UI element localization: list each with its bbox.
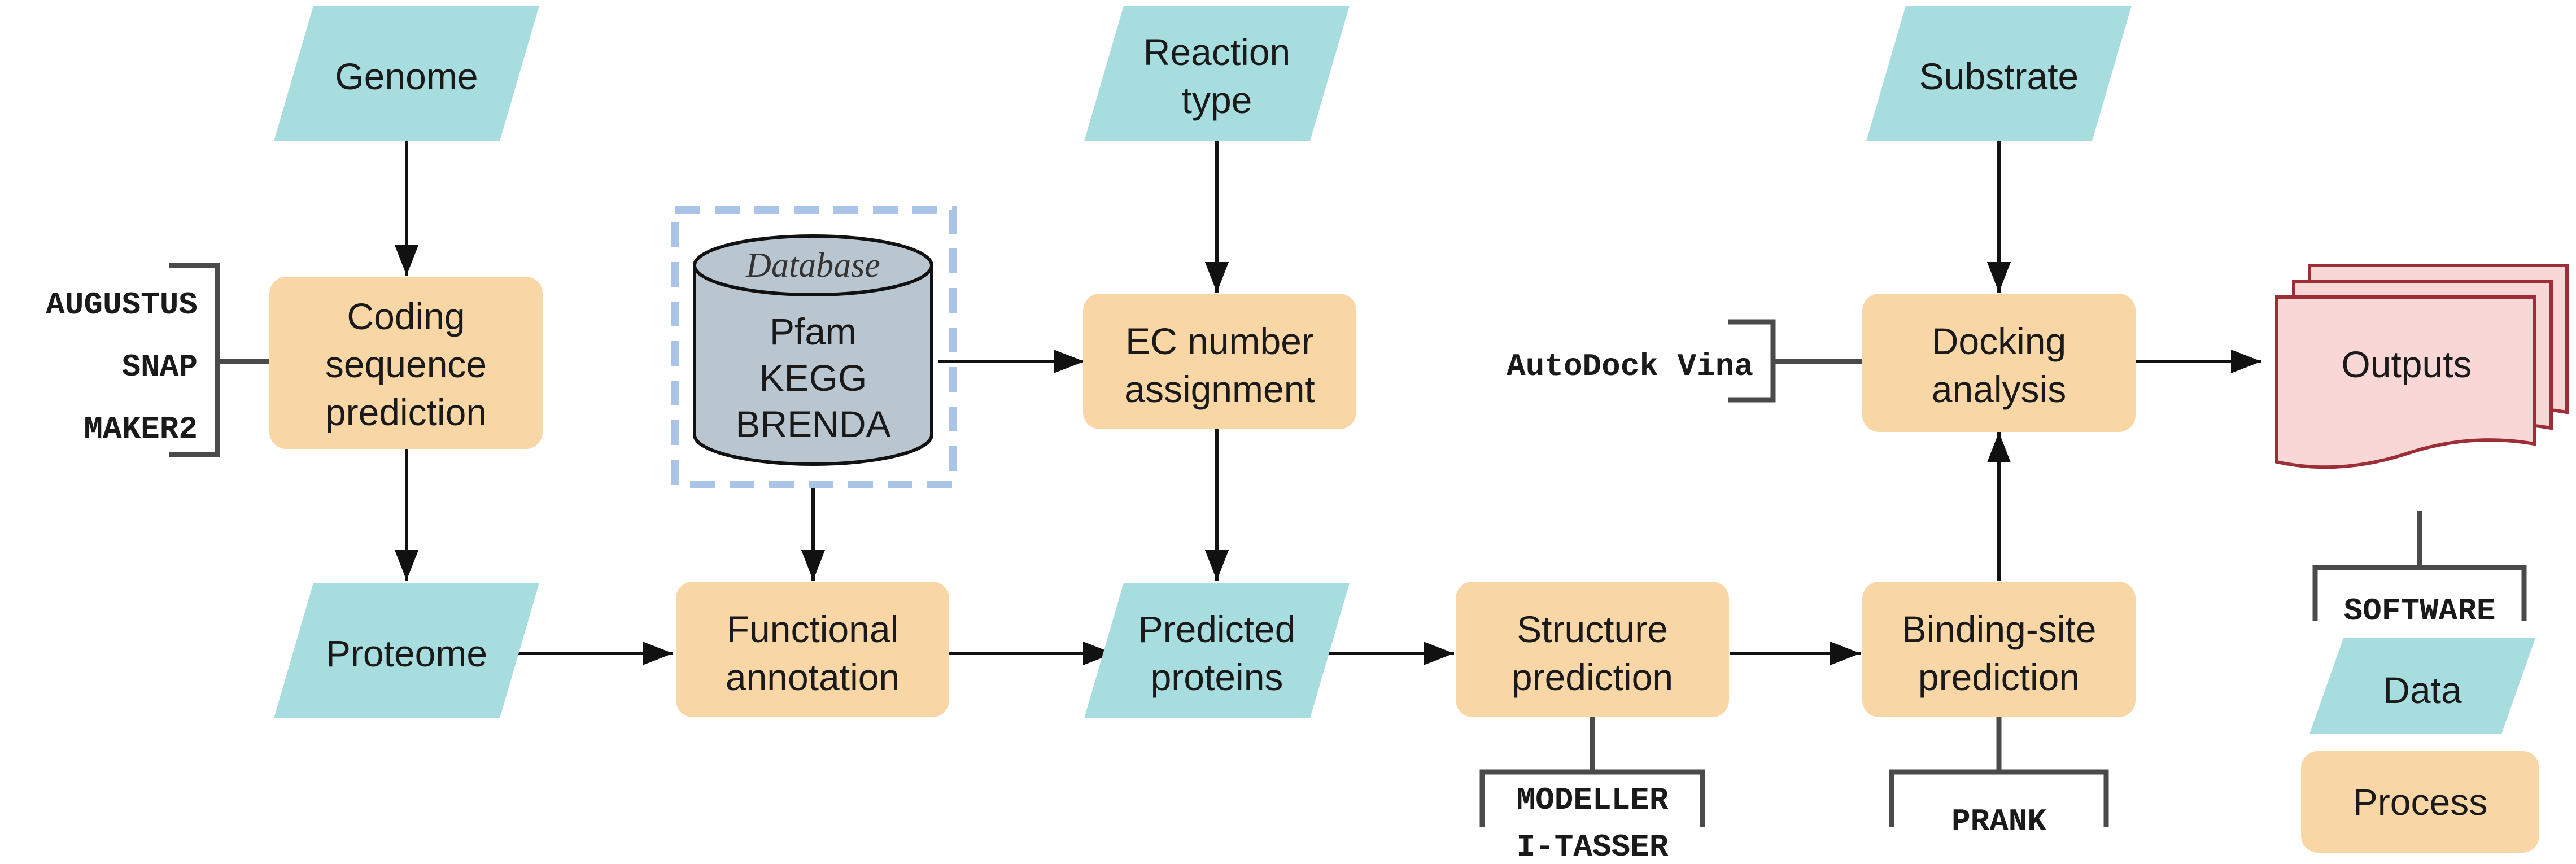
software-augustus: AUGUSTUS <box>46 287 198 323</box>
genome-label: Genome <box>335 55 478 97</box>
software-i-tasser: I-TASSER <box>1517 829 1669 864</box>
software-bracket-docking <box>1728 319 1862 403</box>
ec-label-line2: assignment <box>1124 368 1315 410</box>
software-binding-group: PRANK <box>1889 717 2109 840</box>
functional-label-line1: Functional <box>727 608 899 650</box>
legend-software-bracket <box>2312 511 2527 621</box>
legend-process-item: Process <box>2301 751 2539 853</box>
coding-label-line2: sequence <box>325 343 487 385</box>
edges <box>395 141 2261 665</box>
software-docking-group: AutoDock Vina <box>1507 319 1862 403</box>
node-coding-sequence-prediction: Coding sequence prediction <box>269 277 543 449</box>
reaction-type-label-line1: Reaction <box>1143 31 1291 73</box>
node-ec-number-assignment: EC number assignment <box>1083 294 1356 429</box>
node-structure-prediction: Structure prediction <box>1456 582 1729 717</box>
node-substrate: Substrate <box>1866 6 2132 141</box>
database-entry-pfam: Pfam <box>770 311 857 352</box>
node-outputs: Outputs <box>2275 264 2569 469</box>
node-genome: Genome <box>274 6 539 141</box>
database-dashed-border <box>671 206 957 488</box>
software-bracket-binding <box>1889 717 2109 827</box>
binding-label-line2: prediction <box>1918 656 2080 698</box>
structure-label-line1: Structure <box>1517 608 1668 650</box>
software-coding-group: AUGUSTUS SNAP MAKER2 <box>46 263 269 457</box>
software-bracket-structure <box>1479 717 1705 827</box>
docking-label-line2: analysis <box>1932 368 2066 410</box>
outputs-label: Outputs <box>2341 343 2472 385</box>
docking-label-line1: Docking <box>1932 320 2066 362</box>
substrate-label: Substrate <box>1919 55 2079 97</box>
database-group: Database Pfam KEGG BRENDA <box>671 206 957 488</box>
binding-label-line1: Binding-site <box>1902 608 2097 650</box>
software-autodock-vina: AutoDock Vina <box>1507 348 1753 385</box>
database-entry-brenda: BRENDA <box>735 403 890 445</box>
software-snap: SNAP <box>122 349 198 385</box>
software-bracket-coding <box>169 263 269 457</box>
legend-data-label: Data <box>2383 669 2462 711</box>
legend-software-label: SOFTWARE <box>2344 593 2496 629</box>
software-modeller: MODELLER <box>1517 782 1669 818</box>
coding-label-line1: Coding <box>347 295 465 337</box>
predicted-proteins-label-line2: proteins <box>1151 656 1283 698</box>
legend-data-item: Data <box>2309 638 2535 734</box>
predicted-proteins-label-line1: Predicted <box>1138 608 1296 650</box>
coding-label-line3: prediction <box>325 391 487 433</box>
node-functional-annotation: Functional annotation <box>676 582 949 717</box>
node-binding-site-prediction: Binding-site prediction <box>1862 582 2136 717</box>
node-reaction-type: Reaction type <box>1084 6 1350 141</box>
legend: SOFTWARE Data Process <box>2301 511 2539 853</box>
database-cylinder-icon <box>693 234 933 466</box>
legend-process-label: Process <box>2353 781 2487 823</box>
software-maker2: MAKER2 <box>84 411 198 447</box>
node-predicted-proteins: Predicted proteins <box>1084 583 1350 718</box>
software-structure-group: MODELLER I-TASSER <box>1479 717 1705 864</box>
ec-label-line1: EC number <box>1125 320 1314 362</box>
node-docking-analysis: Docking analysis <box>1862 294 2136 432</box>
database-title: Database <box>745 246 880 285</box>
database-entry-kegg: KEGG <box>759 357 867 399</box>
node-proteome: Proteome <box>274 583 539 718</box>
reaction-type-label-line2: type <box>1182 79 1252 121</box>
functional-label-line2: annotation <box>726 656 900 698</box>
software-prank: PRANK <box>1951 804 2046 840</box>
proteome-label: Proteome <box>326 632 487 674</box>
structure-label-line2: prediction <box>1512 656 1673 698</box>
